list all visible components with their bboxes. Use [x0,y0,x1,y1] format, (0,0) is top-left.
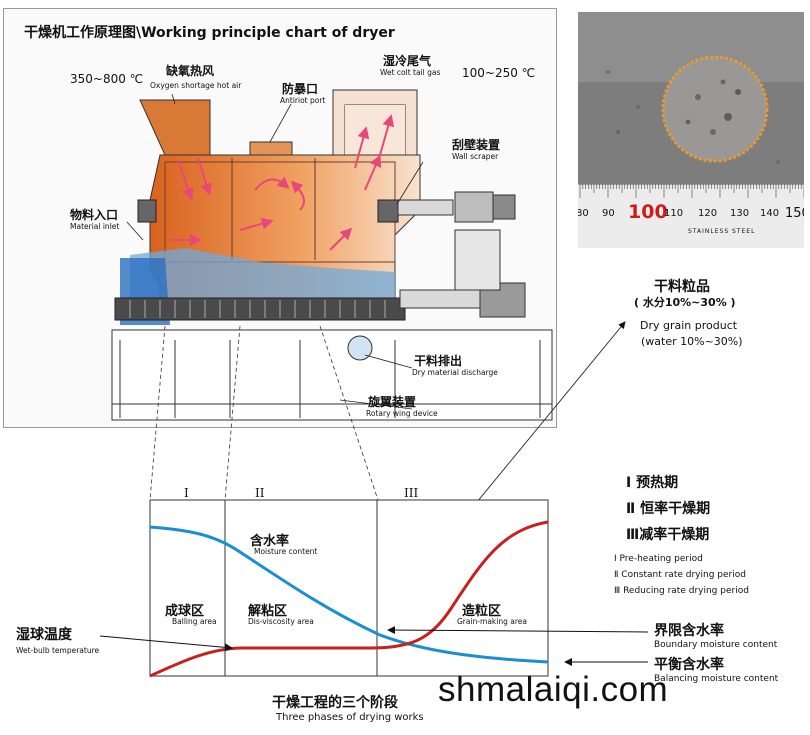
phase-numeral-3: III [404,486,419,500]
phase-chart-frame [149,499,549,677]
gear-reducer [454,229,501,291]
rotor-shaft [114,297,406,321]
grain-making-cn: 造粒区 [462,604,502,619]
legend-phase-2-cn: Ⅱ 恒率干燥期 [626,501,711,517]
scraper-shaft [397,199,454,216]
wet-bulb-en: Wet-bulb temperature [16,646,100,655]
antiriot-port-box [249,141,293,157]
moisture-curve [149,525,549,664]
boundary-moisture-cn: 界限含水率 [654,623,724,639]
left-bearing [137,199,157,223]
measuring-ruler: 80 90 100 110 120 130 140 150 STAINLESS … [578,184,804,248]
hot-air-flow-arrows [170,114,395,251]
product-moisture-en: (water 10%~30%) [641,335,743,348]
ruler-tick-100: 100 [628,201,668,223]
photo-graphics [578,12,804,184]
right-bearing [377,199,399,223]
wetbulb-arrow [99,635,233,652]
balling-area-cn: 成球区 [165,604,205,619]
moisture-content-en: Moisture content [254,547,318,556]
ruler-tick-120: 120 [698,208,718,219]
temperature-curve [149,520,549,678]
legend-phase-1-en: Ⅰ Pre-heating period [614,554,703,564]
material-inlet-en: Material inlet [70,222,120,231]
boundary-arrow [387,626,649,635]
product-label-cn: 干料粒品 [654,279,710,295]
rotor-coupling [399,289,481,309]
antiriot-port-en: Antiriot port [280,96,326,105]
rotary-wing-cn: 旋翼装置 [368,395,417,409]
ruler-tick-140: 140 [760,208,780,219]
bottom-title-cn: 干燥工程的三个阶段 [272,695,398,711]
ruler-tick-90: 90 [602,208,615,219]
legend-phase-3-en: Ⅲ Reducing rate drying period [614,586,749,596]
scraper-gearbox [454,191,494,223]
outlet-temperature: 100~250 ℃ [462,66,536,80]
rotary-valve [347,335,373,361]
product-label-en: Dry grain product [640,319,738,332]
wet-material-region [130,248,395,300]
tail-gas-cn: 湿冷尾气 [383,54,432,68]
wet-bulb-cn: 湿球温度 [16,627,72,643]
hot-air-label-en: Oxygen shortage hot air [150,81,242,90]
legend-phase-2-en: Ⅱ Constant rate drying period [614,570,746,580]
dis-viscosity-en: Dis-viscosity area [248,617,314,626]
watermark: shmalaiqi.com [438,670,669,709]
wall-scraper-en: Wall scraper [452,152,499,161]
diagram-title: 干燥机工作原理图\Working principle chart of drye… [24,25,395,41]
material-inlet-cn: 物料入口 [70,208,119,222]
inlet-temperature: 350~800 ℃ [70,72,144,86]
discharge-cn: 干料排出 [414,354,463,368]
phase-numeral-2: II [255,486,265,500]
dis-viscosity-cn: 解粘区 [248,604,288,619]
rotary-wing-en: Rotary wing device [366,409,438,418]
hot-air-inlet-duct [139,99,211,156]
product-moisture-cn: ( 水分10%~30% ) [634,296,736,309]
balancing-moisture-en: Balancing moisture content [654,674,779,684]
tail-gas-en: Wet colt tail gas [380,68,441,77]
ruler-tick-130: 130 [730,208,750,219]
discharge-en: Dry material discharge [412,368,498,377]
wall-scraper-cn: 刮壁装置 [452,138,501,152]
balling-area-en: Balling area [172,617,217,626]
legend-phase-3-cn: Ⅲ减率干燥期 [626,527,710,543]
phase-numeral-1: I [184,486,189,500]
ruler-brand: STAINLESS STEEL [688,228,756,235]
grain-making-en: Grain-making area [457,617,527,626]
legend-phase-1-cn: Ⅰ 预热期 [626,475,679,491]
scraper-motor [492,194,516,220]
bottom-title-en: Three phases of drying works [276,712,424,723]
boundary-moisture-en: Boundary moisture content [654,640,778,650]
product-photo: 80 90 100 110 120 130 140 150 STAINLESS … [578,12,804,248]
antiriot-port-cn: 防暴口 [282,82,319,96]
ruler-tick-80: 80 [578,208,589,219]
balancing-moisture-cn: 平衡含水率 [654,657,724,673]
moisture-content-cn: 含水率 [250,534,290,549]
ruler-tick-110: 110 [664,208,684,219]
machine-base [111,329,553,421]
hot-air-label-cn: 缺氧热风 [166,64,215,78]
ruler-tick-150: 150 [785,206,804,221]
magnified-grain-circle [661,55,769,163]
